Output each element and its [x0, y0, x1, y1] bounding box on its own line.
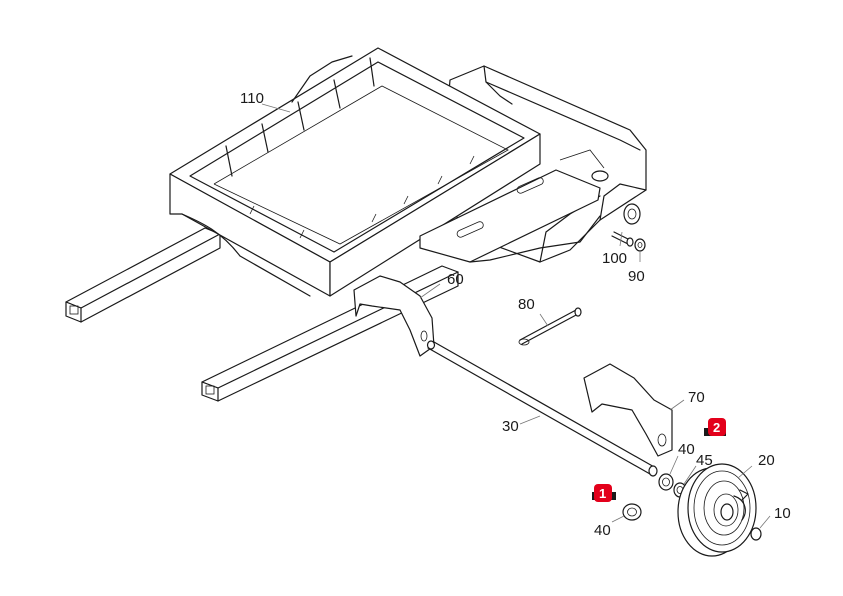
bracket-part-70 — [583, 363, 673, 457]
label-60: 60 — [447, 271, 464, 288]
label-40-lower: 40 — [594, 522, 611, 539]
axle-part-30 — [426, 340, 658, 477]
label-20: 20 — [758, 452, 775, 469]
washer-part-90 — [634, 238, 646, 252]
cotter-pin-part-80 — [518, 307, 582, 346]
step-badge-2: 2 — [704, 418, 726, 436]
pin-part-100 — [611, 203, 641, 247]
step-badge-1: 1 — [592, 484, 616, 502]
label-110: 110 — [240, 90, 264, 107]
svg-text:1: 1 — [599, 486, 606, 501]
washer-part-40-lower — [622, 503, 642, 521]
label-80: 80 — [518, 296, 535, 313]
bracket-part-60 — [353, 275, 435, 357]
frame-rail-left — [65, 227, 221, 323]
label-100: 100 — [602, 250, 627, 267]
mount-plate — [419, 169, 601, 263]
label-45: 45 — [696, 452, 713, 469]
circlip-part-10 — [750, 527, 762, 541]
washer-part-40-upper — [658, 473, 674, 491]
svg-text:2: 2 — [713, 420, 720, 435]
tray-part-110 — [169, 47, 541, 297]
label-70: 70 — [688, 389, 705, 406]
wheel-part-20 — [677, 463, 757, 557]
label-40-upper: 40 — [678, 441, 695, 458]
leader-lines — [261, 103, 771, 529]
label-10: 10 — [774, 505, 791, 522]
label-30: 30 — [502, 418, 519, 435]
label-90: 90 — [628, 268, 645, 285]
